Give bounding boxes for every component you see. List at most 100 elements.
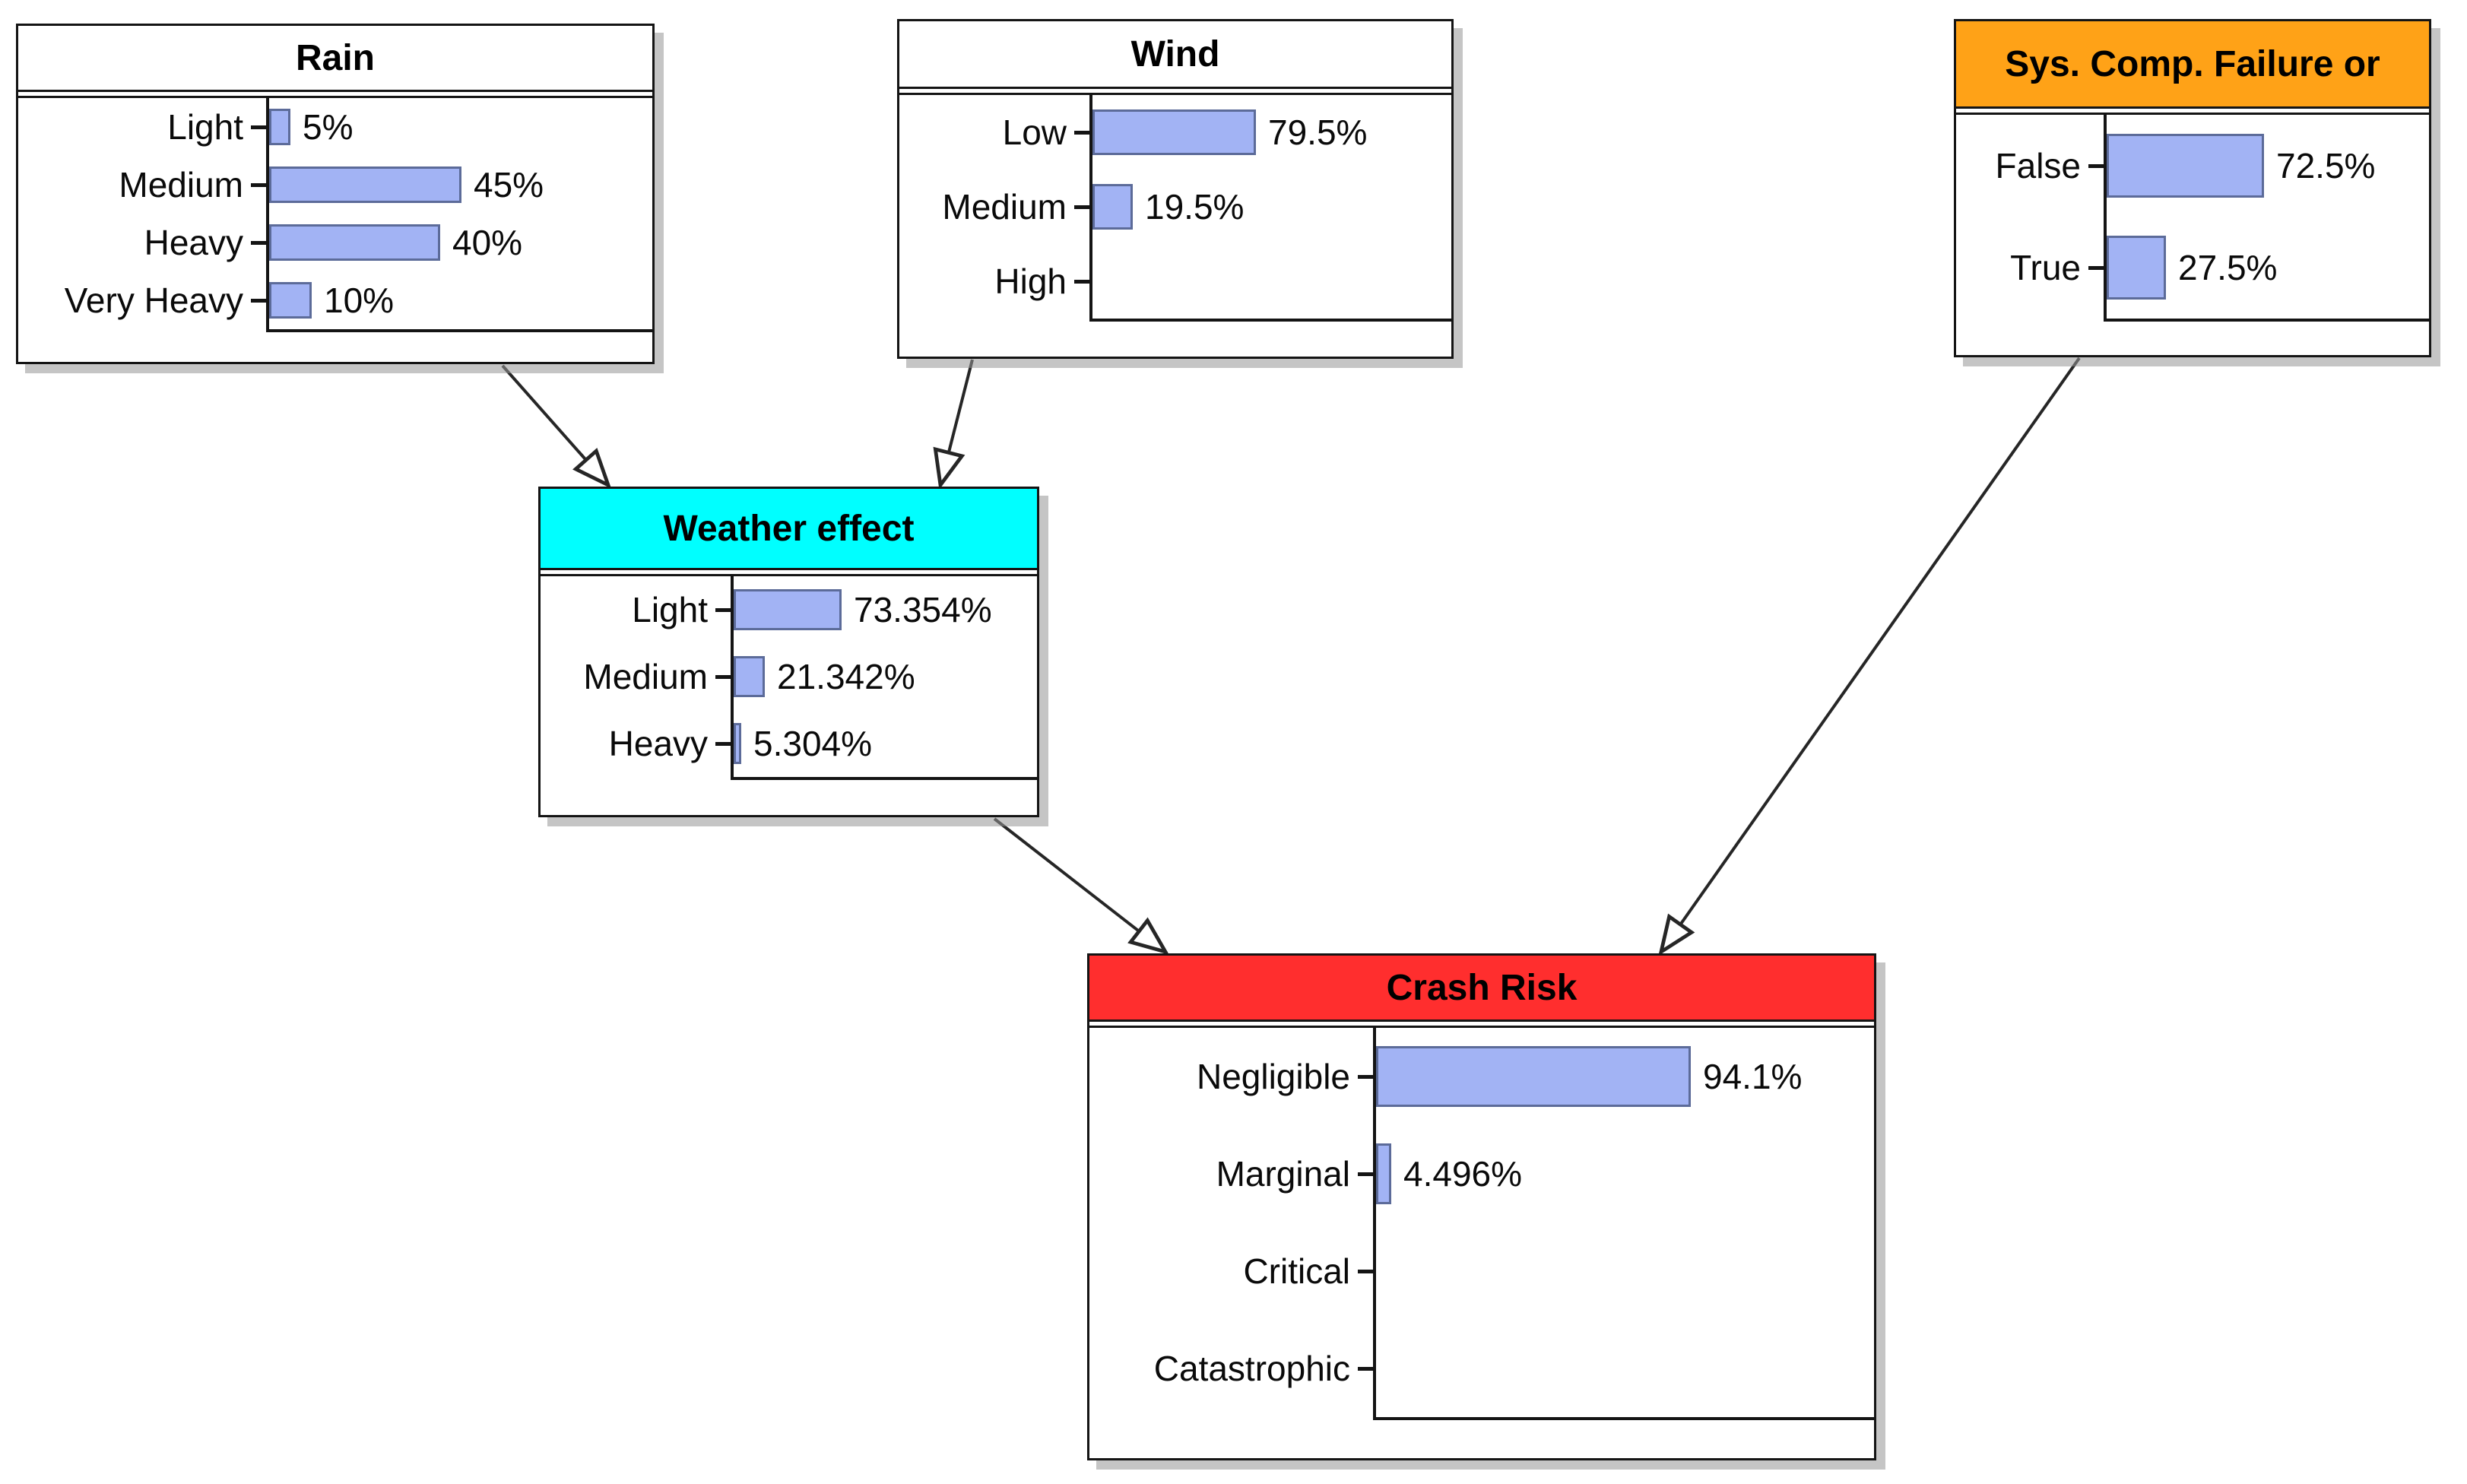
state-row: Heavy 5.304% [541,710,1037,777]
state-label: Medium [942,187,1067,227]
plot-baseline [1373,1417,1874,1420]
state-label: Very Heavy [64,281,243,320]
node-weather-effect[interactable]: Weather effect Light 73.354% Medium 21.3… [538,487,1039,817]
axis-tick-icon [251,182,266,187]
state-label: Low [1002,113,1067,152]
edge-weather-effect-to-crash-risk[interactable] [993,817,1165,952]
axis-tick-icon [1358,1366,1373,1371]
state-label: Light [167,107,243,147]
probability-value: 21.342% [777,657,915,696]
probability-value: 10% [324,281,395,320]
probability-bar [2107,236,2166,300]
edge-sys-comp-failure-to-crash-risk[interactable] [1661,357,2081,952]
state-row: Light 5% [18,98,652,156]
state-label: True [2010,248,2081,287]
axis-tick-icon [1358,1269,1373,1273]
probability-value: 72.5% [2276,146,2376,186]
edge-wind-to-weather-effect[interactable] [940,359,974,485]
state-label: Light [632,590,708,629]
state-label: Negligible [1196,1057,1350,1096]
header-separator [541,570,1037,576]
state-row: True 27.5% [1956,217,2429,319]
probability-bar [2107,134,2264,198]
header-separator [1956,109,2429,115]
axis-tick-icon [1074,279,1089,284]
axis-tick-icon [2088,265,2104,270]
state-label: Heavy [144,223,243,262]
state-label: Heavy [608,724,708,763]
node-weather-effect-title: Weather effect [663,508,915,549]
probability-bar [269,224,440,261]
node-crash-risk-header[interactable]: Crash Risk [1089,956,1874,1022]
plot-baseline [731,777,1037,780]
probability-value: 79.5% [1268,113,1368,152]
probability-bar [269,166,461,203]
state-label: Medium [119,165,243,205]
plot-baseline [266,329,652,332]
node-wind[interactable]: Wind Low 79.5% Medium 19.5% High [897,19,1454,359]
state-row: Medium 19.5% [899,170,1451,244]
state-row: Light 73.354% [541,576,1037,643]
node-wind-header[interactable]: Wind [899,21,1451,89]
header-separator [899,89,1451,95]
probability-value: 5.304% [753,724,873,763]
probability-bar [269,109,290,145]
state-row: Critical [1089,1222,1874,1320]
axis-tick-icon [251,298,266,303]
node-sys-comp-failure-title: Sys. Comp. Failure or [2005,43,2380,84]
state-label: Medium [583,657,708,696]
axis-tick-icon [1074,205,1089,209]
header-separator [1089,1022,1874,1028]
probability-value: 5% [303,107,354,147]
node-sys-comp-failure[interactable]: Sys. Comp. Failure or False 72.5% True 2… [1954,19,2431,357]
state-label: High [994,262,1067,301]
state-row: Very Heavy 10% [18,271,652,329]
header-separator [18,92,652,98]
plot-baseline [1089,319,1451,322]
node-weather-effect-header[interactable]: Weather effect [541,489,1037,570]
axis-tick-icon [1358,1172,1373,1176]
probability-bar [1376,1143,1391,1204]
axis-tick-icon [2088,163,2104,168]
probability-value: 40% [452,223,523,262]
axis-tick-icon [715,607,731,612]
axis-tick-icon [715,741,731,746]
probability-bar [1092,183,1133,230]
state-row: Marginal 4.496% [1089,1125,1874,1222]
state-row: False 72.5% [1956,115,2429,217]
node-crash-risk[interactable]: Crash Risk Negligible 94.1% Marginal 4.4… [1087,953,1876,1460]
probability-bar [734,722,741,765]
probability-value: 45% [474,165,544,205]
state-row: Medium 45% [18,156,652,214]
node-sys-comp-failure-header[interactable]: Sys. Comp. Failure or [1956,21,2429,109]
axis-tick-icon [715,674,731,679]
probability-value: 19.5% [1145,187,1245,227]
state-row: Catastrophic [1089,1320,1874,1417]
state-row: Low 79.5% [899,95,1451,170]
axis-tick-icon [251,240,266,245]
node-rain[interactable]: Rain Light 5% Medium 45% Heavy 40% Very … [16,24,655,364]
plot-baseline [2104,319,2429,322]
probability-value: 4.496% [1403,1154,1523,1194]
axis-tick-icon [1074,130,1089,135]
state-label: False [1995,146,2081,186]
probability-bar [734,588,842,631]
axis-tick-icon [251,125,266,129]
edge-rain-to-weather-effect[interactable] [501,364,608,485]
state-label: Catastrophic [1153,1349,1350,1388]
state-row: Medium 21.342% [541,643,1037,710]
probability-value: 27.5% [2178,248,2278,287]
probability-bar [269,282,312,319]
probability-bar [1092,109,1256,156]
state-row: High [899,244,1451,319]
probability-bar [734,655,765,698]
node-rain-header[interactable]: Rain [18,26,652,92]
axis-tick-icon [1358,1074,1373,1079]
state-row: Negligible 94.1% [1089,1028,1874,1125]
state-label: Marginal [1216,1154,1350,1194]
node-wind-title: Wind [1130,33,1220,75]
probability-value: 73.354% [854,590,992,629]
node-crash-risk-title: Crash Risk [1386,967,1578,1008]
